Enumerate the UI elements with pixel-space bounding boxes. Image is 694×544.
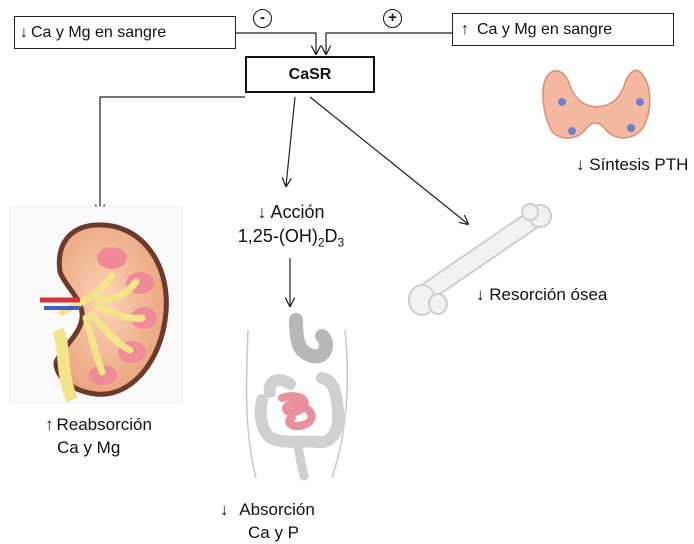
low-blood-ca-mg-box: ↓ Ca y Mg en sangre xyxy=(14,16,236,49)
down-arrow-icon: ↓ xyxy=(576,155,585,174)
down-arrow-icon: ↓ xyxy=(220,500,229,519)
up-arrow-icon: ↑ xyxy=(461,21,469,39)
minus-sign: - xyxy=(253,9,272,28)
bone-resorption-label: ↓ Resorción ósea xyxy=(476,284,607,305)
plus-sign: + xyxy=(383,9,402,28)
high-blood-ca-mg-label: Ca y Mg en sangre xyxy=(477,21,612,39)
casr-box: CaSR xyxy=(245,56,375,93)
vitamin-d-action-label: ↓ Acción 1,25-(OH)2D3 xyxy=(226,200,356,255)
thyroid-illustration xyxy=(543,70,650,138)
down-arrow-icon: ↓ xyxy=(20,24,28,42)
casr-label: CaSR xyxy=(289,66,332,84)
down-arrow-icon: ↓ xyxy=(257,202,266,222)
feedback-arrows xyxy=(236,33,452,54)
intestinal-absorption-label: ↓ Absorción Ca y P xyxy=(220,498,315,544)
kidney-illustration xyxy=(10,207,182,403)
kidney-reabsorption-label: ↑Reabsorción Ca y Mg xyxy=(45,413,152,459)
down-arrow-icon: ↓ xyxy=(476,285,485,304)
low-blood-ca-mg-label: Ca y Mg en sangre xyxy=(31,24,166,42)
up-arrow-icon: ↑ xyxy=(45,415,54,434)
high-blood-ca-mg-box: ↑ Ca y Mg en sangre xyxy=(452,13,674,46)
pth-synthesis-label: ↓ Síntesis PTH xyxy=(576,154,688,175)
digestive-illustration xyxy=(246,320,347,478)
